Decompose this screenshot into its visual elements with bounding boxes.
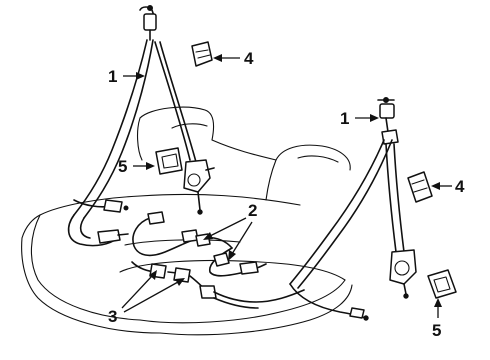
center-lap-buckles — [131, 261, 305, 309]
label-1-right: 1 — [340, 109, 349, 128]
retractor-cover-bottom — [427, 269, 457, 299]
retractor-cover-left — [155, 147, 183, 175]
callout-5-bottom: 5 — [432, 298, 442, 340]
label-1-left: 1 — [108, 67, 117, 86]
callout-1-right: 1 — [340, 109, 379, 128]
callout-4-top: 4 — [213, 49, 254, 68]
label-4-top: 4 — [244, 49, 254, 68]
label-5-bottom: 5 — [432, 321, 441, 340]
left-outer-seat-belt — [67, 5, 215, 247]
callout-3: 3 — [108, 270, 185, 326]
label-2: 2 — [248, 201, 257, 220]
rear-seat — [21, 106, 353, 336]
label-4-right: 4 — [455, 177, 465, 196]
callout-1-left: 1 — [108, 67, 145, 86]
right-outer-seat-belt — [289, 97, 417, 321]
label-3: 3 — [108, 307, 117, 326]
label-5-left: 5 — [118, 157, 127, 176]
belt-guide-cover-right — [407, 171, 433, 203]
belt-guide-cover-top — [191, 41, 213, 67]
callout-4-right: 4 — [431, 177, 465, 196]
callout-2: 2 — [203, 201, 257, 261]
callout-5-left: 5 — [118, 157, 155, 176]
